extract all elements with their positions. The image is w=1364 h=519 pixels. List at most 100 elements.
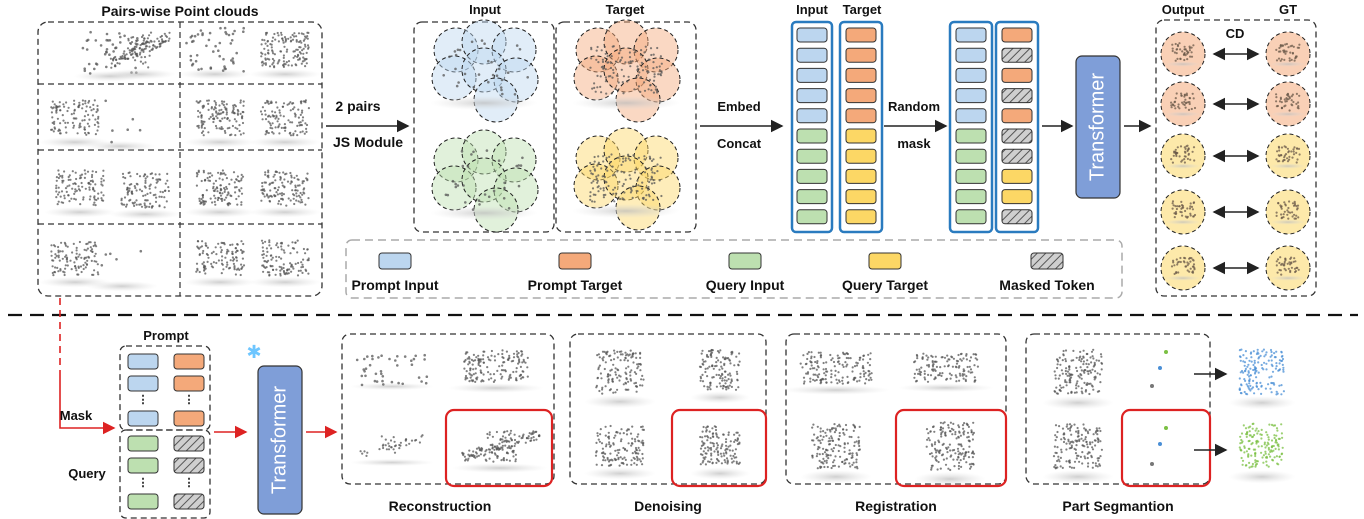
cloud-point — [1239, 359, 1242, 362]
cloud-point — [232, 108, 235, 111]
query-text: Query — [68, 466, 106, 481]
cloud-point — [964, 454, 967, 457]
cloud-point — [238, 129, 241, 133]
cloud-point — [626, 80, 629, 83]
cloud-point — [230, 39, 234, 42]
cloud-point — [306, 172, 309, 175]
cloud-point — [220, 108, 223, 111]
cloud-point — [1075, 430, 1078, 433]
cloud-point — [231, 252, 234, 255]
cloud-point — [410, 439, 414, 442]
cloud-point — [609, 369, 612, 372]
cloud-point — [491, 435, 494, 438]
cloud-point — [855, 461, 858, 464]
cloud-point — [719, 385, 722, 388]
cloud-point — [154, 173, 157, 176]
point-cloud — [1270, 145, 1306, 169]
cloud-point — [73, 182, 76, 185]
cloud-point — [289, 199, 292, 202]
cloud-point — [821, 452, 824, 456]
cloud-point — [1076, 454, 1079, 457]
input-token-column — [790, 20, 834, 234]
cloud-point — [204, 178, 207, 181]
cloud-point — [1256, 348, 1259, 351]
cloud-point — [846, 375, 849, 378]
cloud-point — [214, 44, 217, 48]
cloud-point — [636, 435, 639, 438]
cloud-point — [609, 66, 613, 70]
cloud-point — [149, 191, 152, 194]
cloud-point — [364, 374, 367, 378]
cloud-point — [816, 360, 819, 363]
cloud-point — [81, 99, 84, 102]
cloud-point — [835, 378, 838, 381]
cloud-point — [1086, 370, 1089, 373]
cloud-point — [1292, 45, 1295, 48]
cloud-point — [735, 431, 738, 434]
cloud-point — [394, 359, 397, 362]
cloud-point — [150, 172, 154, 175]
cloud-point — [1055, 436, 1058, 439]
cloud-point — [1239, 449, 1242, 452]
cloud-point — [144, 181, 147, 184]
cloud-point — [847, 357, 850, 360]
cloud-point — [719, 375, 723, 378]
cloud-point — [1070, 424, 1073, 427]
pairs-title: Pairs-wise Point clouds — [101, 3, 258, 19]
cloud-point — [273, 32, 276, 36]
cloud-point — [421, 434, 424, 437]
cloud-point — [1295, 266, 1298, 269]
cloud-point — [941, 372, 944, 375]
cloud-point — [950, 427, 954, 430]
cloud-point — [1293, 59, 1296, 62]
cloud-point — [962, 427, 965, 430]
cloud-point — [476, 455, 479, 458]
cloud-point — [620, 428, 623, 431]
cloud-point — [196, 267, 199, 270]
cloud-point — [297, 178, 300, 181]
cloud-point — [614, 449, 617, 452]
cloud-point — [1189, 55, 1192, 58]
cloud-point — [637, 452, 640, 455]
cloud-point — [639, 384, 642, 387]
cloud-point — [528, 432, 531, 435]
cloud-point — [90, 259, 93, 262]
part-segmentation-result-box — [1120, 408, 1212, 488]
cloud-point — [91, 173, 94, 177]
cloud-point — [474, 367, 477, 370]
cloud-point — [118, 57, 121, 61]
cloud-point — [1062, 433, 1065, 436]
cloud-point — [1091, 466, 1094, 469]
cloud-point — [304, 268, 307, 271]
cloud-point — [57, 169, 60, 172]
cloud-point — [515, 378, 518, 381]
cloud-point — [62, 270, 65, 273]
cloud-point — [928, 439, 931, 442]
cloud-point — [1052, 455, 1056, 458]
cloud-point — [264, 173, 267, 176]
cloud-point — [299, 100, 302, 103]
cloud-point — [918, 372, 922, 375]
cloud-point — [727, 433, 730, 436]
cloud-point — [380, 354, 383, 358]
cloud-point — [271, 268, 275, 271]
masked-target-token — [1001, 27, 1033, 43]
cloud-point — [202, 169, 205, 172]
cloud-point — [1243, 390, 1246, 394]
cloud-point — [112, 50, 115, 53]
cloud-point — [96, 104, 99, 107]
cloud-point — [641, 452, 644, 456]
cloud-point — [656, 46, 659, 50]
cloud-point — [64, 267, 67, 270]
cloud-point — [500, 377, 503, 380]
cloud-shadow — [1165, 219, 1201, 225]
cloud-point — [200, 119, 203, 123]
cloud-shadow — [249, 136, 321, 148]
cloud-point — [282, 193, 285, 196]
cloud-point — [90, 109, 93, 112]
cloud-point — [963, 373, 966, 376]
cloud-point — [472, 368, 475, 371]
cloud-point — [595, 58, 598, 61]
target-token — [845, 88, 877, 104]
legend-frame — [345, 239, 1123, 299]
